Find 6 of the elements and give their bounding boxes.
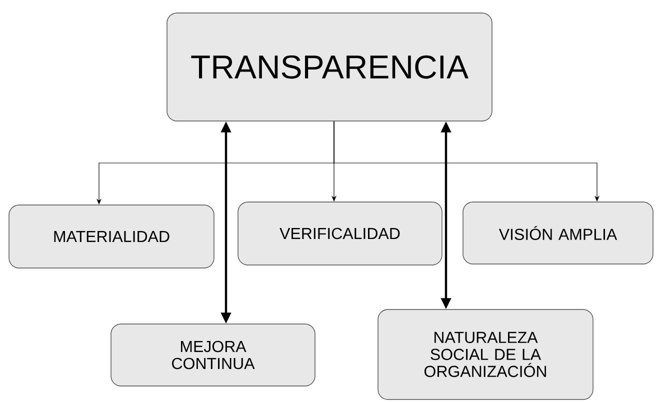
process-box: MATERIALIDAD bbox=[8, 204, 214, 268]
process-box: VISIÓN AMPLIA bbox=[462, 202, 654, 264]
process-box: MEJORA CONTINUA bbox=[110, 324, 316, 386]
process-box: NATURALEZA SOCIAL DE LA ORGANIZACIÓN bbox=[378, 309, 594, 400]
process-box: TRANSPARENCIA bbox=[166, 12, 492, 122]
process-box: VERIFICALIDAD bbox=[238, 202, 442, 266]
